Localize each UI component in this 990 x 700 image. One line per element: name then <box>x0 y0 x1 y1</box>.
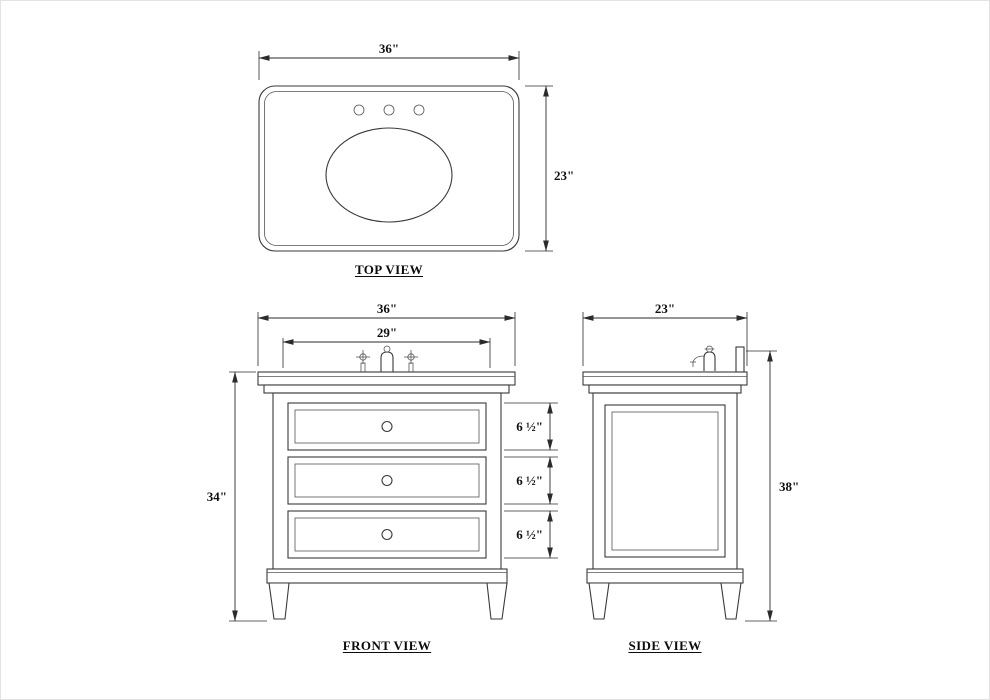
front-base-molding <box>266 568 508 584</box>
front-counter-lip <box>263 384 510 394</box>
front-height-dimension: 34" <box>207 371 267 622</box>
side-view: 23" 38" <box>582 301 799 622</box>
side-left-leg <box>588 582 610 620</box>
front-inner-width-dim-text: 29" <box>377 325 397 340</box>
side-counter-slab <box>582 371 748 386</box>
side-width-dimension: 23" <box>582 301 748 366</box>
faucet-hole-right <box>413 104 425 116</box>
side-right-leg <box>720 582 742 620</box>
front-right-leg <box>486 582 508 620</box>
side-panel-inner <box>611 411 719 551</box>
faucet-hole-left <box>353 104 365 116</box>
drawer-height-dimensions: 6 ½" 6 ½" 6 ½" <box>504 402 558 559</box>
front-counter-slab <box>257 371 516 386</box>
sink-basin-oval <box>325 127 453 223</box>
drawer-2-knob-icon <box>381 474 393 487</box>
side-height-dim-text: 38" <box>779 479 799 494</box>
drawer-1-dim-text: 6 ½" <box>516 419 543 434</box>
front-view-label: FRONT VIEW <box>343 638 431 654</box>
drawer-2-dim-text: 6 ½" <box>516 473 543 488</box>
side-faucet <box>690 345 716 371</box>
front-width-dimension: 36" <box>257 301 516 366</box>
side-view-label-text: SIDE VIEW <box>628 638 702 653</box>
front-height-dim-text: 34" <box>207 489 227 504</box>
front-view-label-text: FRONT VIEW <box>342 638 432 653</box>
front-inner-width-dimension: 29" <box>282 325 491 368</box>
top-width-dim-text: 36" <box>379 41 399 56</box>
countertop-outline <box>258 85 520 252</box>
spout <box>380 351 394 372</box>
top-view-label-text: TOP VIEW <box>354 262 424 277</box>
drawer-3 <box>287 510 487 559</box>
top-depth-dimension: 23" <box>525 85 574 252</box>
top-width-dimension: 36" <box>258 41 520 80</box>
drawer-1 <box>287 402 487 451</box>
faucet-hole-center <box>383 104 395 116</box>
top-view: 36" 23" <box>258 41 574 252</box>
side-base-molding <box>586 568 744 584</box>
side-counter-lip <box>588 384 742 394</box>
drawer-1-knob-icon <box>381 420 393 433</box>
front-left-leg <box>268 582 290 620</box>
side-panel-outer <box>604 404 726 558</box>
drawer-3-dim-text: 6 ½" <box>516 527 543 542</box>
side-cabinet-body <box>592 392 738 570</box>
top-depth-dim-text: 23" <box>554 168 574 183</box>
right-handle-icon <box>407 353 415 361</box>
side-view-label: SIDE VIEW <box>628 638 701 654</box>
drawer-2 <box>287 456 487 505</box>
left-handle-icon <box>359 353 367 361</box>
faucet-holes <box>353 104 425 116</box>
side-height-dimension: 38" <box>745 350 799 622</box>
side-width-dim-text: 23" <box>655 301 675 316</box>
drawer-3-knob-icon <box>381 528 393 541</box>
front-width-dim-text: 36" <box>377 301 397 316</box>
countertop-inner-edge <box>264 91 514 246</box>
top-view-label: TOP VIEW <box>355 262 423 278</box>
front-faucet <box>356 345 418 373</box>
front-view: 36" 29" 34" 6 ½" 6 ½" <box>207 301 558 622</box>
side-backsplash <box>735 346 745 373</box>
